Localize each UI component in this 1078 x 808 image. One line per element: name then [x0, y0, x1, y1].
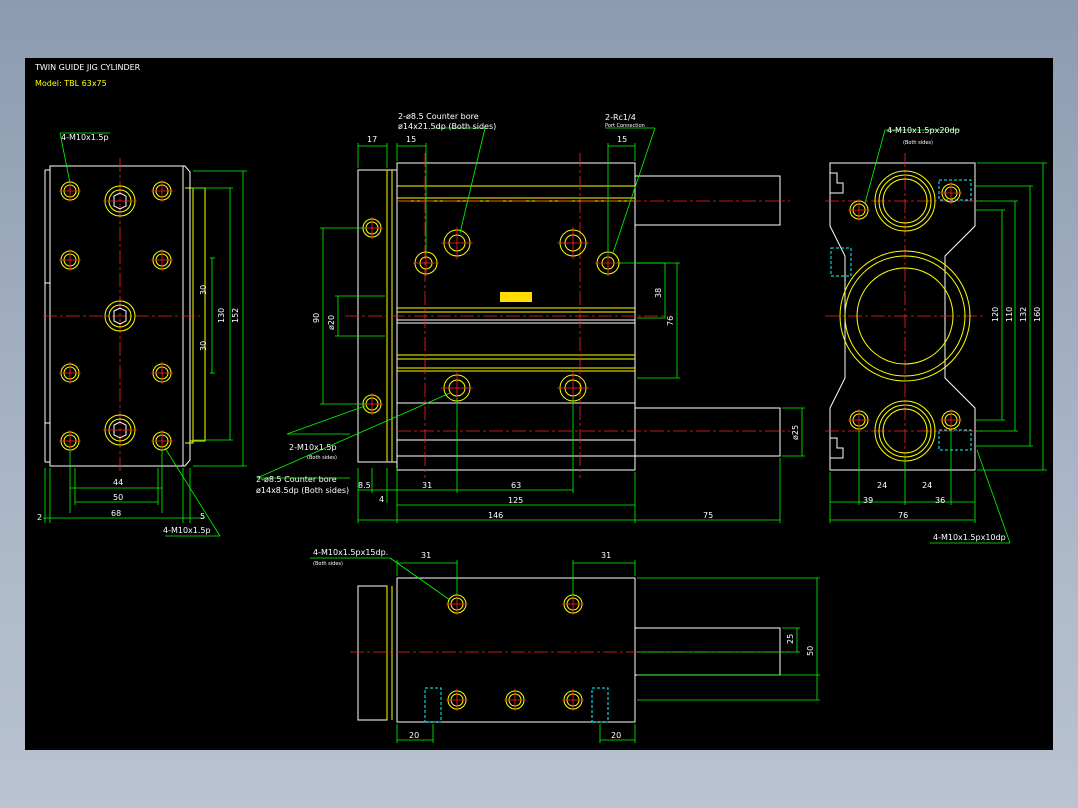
bot-dim-20a: 20 [409, 731, 419, 740]
port-sub: Port Connection [605, 123, 645, 129]
right-dim-39: 39 [863, 496, 873, 505]
left-dim-30a: 30 [199, 285, 208, 295]
bottom-view: 4-M10x1.5px15dp. (Both sides) 31 31 25 5… [310, 548, 820, 743]
right-dim-110: 110 [1005, 307, 1014, 322]
drawing-title: TWIN GUIDE JIG CYLINDER [34, 63, 141, 72]
right-dim-24a: 24 [877, 481, 887, 490]
front-ctr-bore2-note: 2-ø8.5 Counter bore [256, 475, 337, 484]
left-dim-152: 152 [231, 308, 240, 323]
right-end-view: 4-M10x1.5px20dp (Both sides) 110 120 132… [825, 126, 1047, 544]
front-dim-75: 75 [703, 511, 713, 520]
right-dim-160: 160 [1033, 307, 1042, 322]
left-dim-50: 50 [113, 493, 123, 502]
left-dim-68: 68 [111, 509, 121, 518]
left-dim-5: 5 [200, 512, 205, 521]
bot-dim-31b: 31 [601, 551, 611, 560]
front-dim-phi25: ø25 [791, 425, 800, 440]
port-note: 2-Rc1/4 [605, 113, 636, 122]
front-dim-63: 63 [511, 481, 521, 490]
model-label: Model: TBL 63x75 [35, 79, 107, 88]
cad-viewport[interactable]: TWIN GUIDE JIG CYLINDER Model: TBL 63x75 [25, 58, 1053, 750]
front-dim-76: 76 [666, 316, 675, 326]
front-dim-146: 146 [488, 511, 503, 520]
right-top-note: 4-M10x1.5px20dp [887, 126, 960, 135]
front-view: 17 15 15 2-ø8.5 Counter bore ø14x21.5dp … [256, 112, 805, 523]
front-m10-sub: (Both sides) [307, 455, 337, 461]
front-dim-4: 4 [379, 495, 384, 504]
front-ctr-bore2-sub: ø14x8.5dp (Both sides) [256, 486, 349, 495]
left-top-note: 4-M10x1.5p [61, 133, 109, 142]
front-dim-15a: 15 [406, 135, 416, 144]
right-dim-132: 132 [1019, 307, 1028, 322]
front-ctr-bore-note: 2-ø8.5 Counter bore [398, 112, 479, 121]
front-dim-15b: 15 [617, 135, 627, 144]
front-dim-phi20: ø20 [327, 315, 336, 330]
bottom-view-sub: (Both sides) [313, 561, 343, 567]
front-dim-31: 31 [422, 481, 432, 490]
left-bottom-note: 4-M10x1.5p [163, 526, 211, 535]
brand-badge [500, 292, 532, 302]
right-dim-24b: 24 [922, 481, 932, 490]
left-dim-130: 130 [217, 308, 226, 323]
right-bottom-note: 4-M10x1.5px10dp [933, 533, 1006, 542]
left-dim-44: 44 [113, 478, 123, 487]
front-dim-38: 38 [654, 288, 663, 298]
drawing-canvas: TWIN GUIDE JIG CYLINDER Model: TBL 63x75 [34, 63, 1047, 743]
front-dim-90: 90 [312, 313, 321, 323]
bot-dim-31a: 31 [421, 551, 431, 560]
front-dim-125: 125 [508, 496, 523, 505]
right-top-sub: (Both sides) [903, 140, 933, 146]
bot-dim-50: 50 [806, 646, 815, 656]
right-dim-36: 36 [935, 496, 945, 505]
left-dim-30b: 30 [199, 341, 208, 351]
bot-dim-20b: 20 [611, 731, 621, 740]
right-dim-76: 76 [898, 511, 908, 520]
bottom-view-note: 4-M10x1.5px15dp. [313, 548, 388, 557]
bot-dim-25: 25 [786, 634, 795, 644]
front-m10-note: 2-M10x1.5p [289, 443, 337, 452]
front-dim-8-5: 8.5 [358, 481, 371, 490]
front-dim-17: 17 [367, 135, 377, 144]
front-ctr-bore-sub: ø14x21.5dp (Both sides) [398, 122, 496, 131]
left-end-view: 4-M10x1.5p 30 30 130 152 44 50 2 68 5 4-… [37, 132, 247, 537]
right-dim-120: 120 [991, 307, 1000, 322]
left-dim-2: 2 [37, 513, 42, 522]
